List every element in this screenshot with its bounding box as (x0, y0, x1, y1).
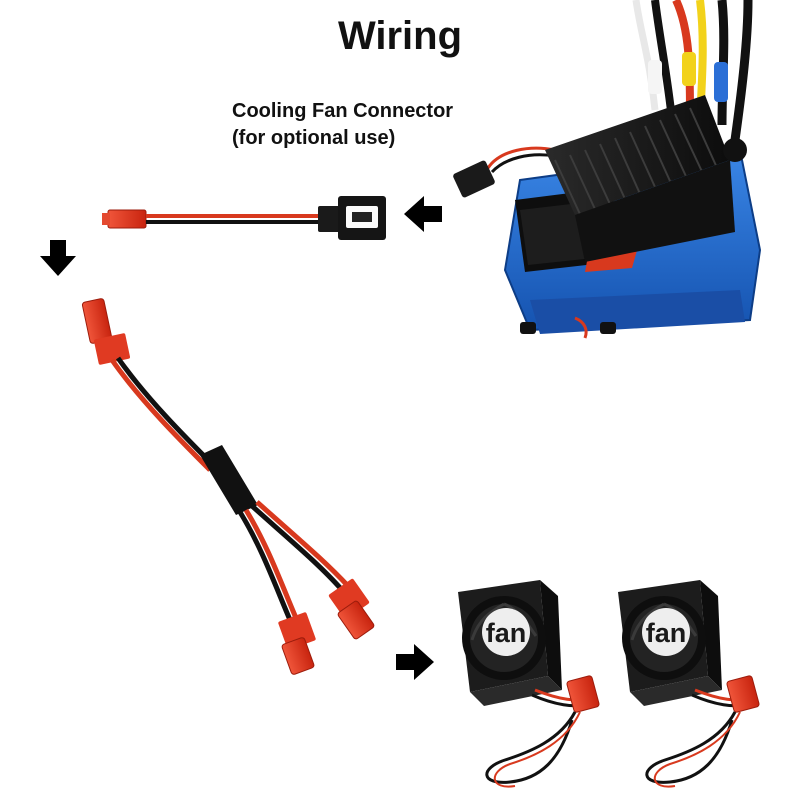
adapter-cable (102, 196, 386, 240)
caption-line-2: (for optional use) (232, 127, 396, 149)
page-title: Wiring (337, 14, 463, 58)
esc-fan-lead (453, 146, 556, 198)
fan-1-label: fan (486, 618, 527, 648)
arrow-left-icon (404, 196, 442, 232)
cooling-fan-1: fan (458, 580, 600, 788)
cooling-fan-2: fan (618, 580, 760, 788)
y-splitter-cable (81, 298, 375, 675)
connector-caption: Cooling Fan Connector (for optional use) (232, 98, 453, 152)
caption-line-1: Cooling Fan Connector (232, 100, 454, 122)
arrow-down-icon (40, 240, 76, 276)
arrow-right-icon (396, 644, 434, 680)
esc-heatsink (545, 95, 747, 262)
esc-controller (453, 0, 762, 339)
fan-2-label: fan (646, 618, 687, 648)
